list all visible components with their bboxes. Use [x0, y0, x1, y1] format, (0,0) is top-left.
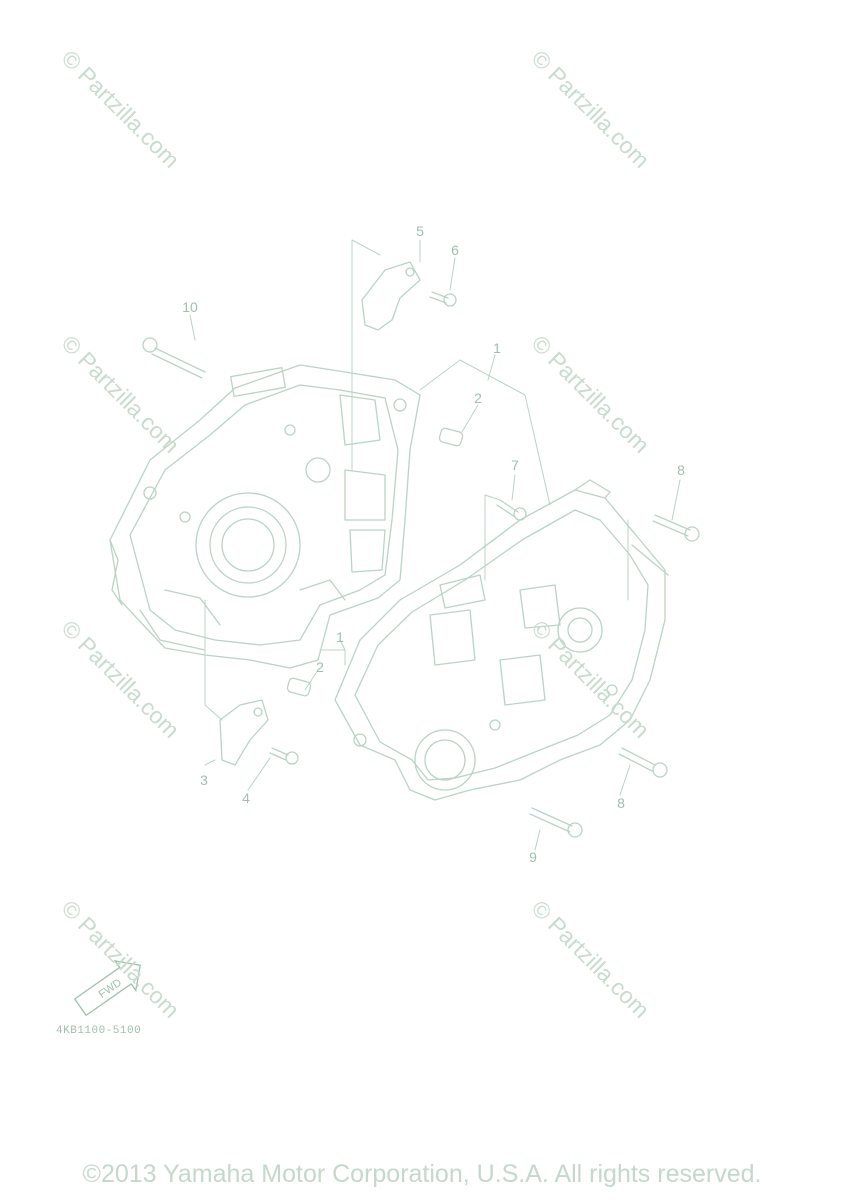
callout-8-upper: 8 [677, 462, 685, 478]
cover-plate-5 [361, 261, 421, 331]
right-crankcase-half [334, 479, 669, 801]
dowel-pin-upper [438, 427, 464, 447]
callout-1-lower: 1 [336, 629, 344, 645]
callout-7: 7 [511, 457, 519, 473]
leader-lines [189, 239, 681, 851]
copyright-notice: ©2013 Yamaha Motor Corporation, U.S.A. A… [82, 1160, 762, 1188]
bolt-10 [142, 337, 206, 379]
bolt-8-upper [652, 514, 700, 542]
bolt-4 [269, 747, 299, 765]
callout-numbers: 5 6 10 1 2 7 8 1 2 3 4 8 9 [182, 223, 685, 865]
callout-2-upper: 2 [474, 390, 482, 406]
bolt-8-lower [618, 747, 668, 778]
bolt-6 [429, 291, 457, 307]
callout-5: 5 [416, 223, 424, 239]
cover-plate-3 [219, 699, 269, 766]
callout-10: 10 [182, 299, 198, 315]
callout-8-lower: 8 [617, 795, 625, 811]
callout-4: 4 [242, 790, 250, 806]
bolt-9 [529, 807, 583, 838]
callout-3: 3 [200, 772, 208, 788]
callout-6: 6 [451, 242, 459, 258]
bolt-7 [496, 499, 527, 521]
part-code: 4KB1100-5100 [56, 1025, 142, 1037]
dowel-pin-lower [286, 677, 312, 697]
left-crankcase-half [109, 364, 421, 669]
callout-9: 9 [529, 849, 537, 865]
callout-1-upper: 1 [493, 340, 501, 356]
callout-2-lower: 2 [316, 659, 324, 675]
